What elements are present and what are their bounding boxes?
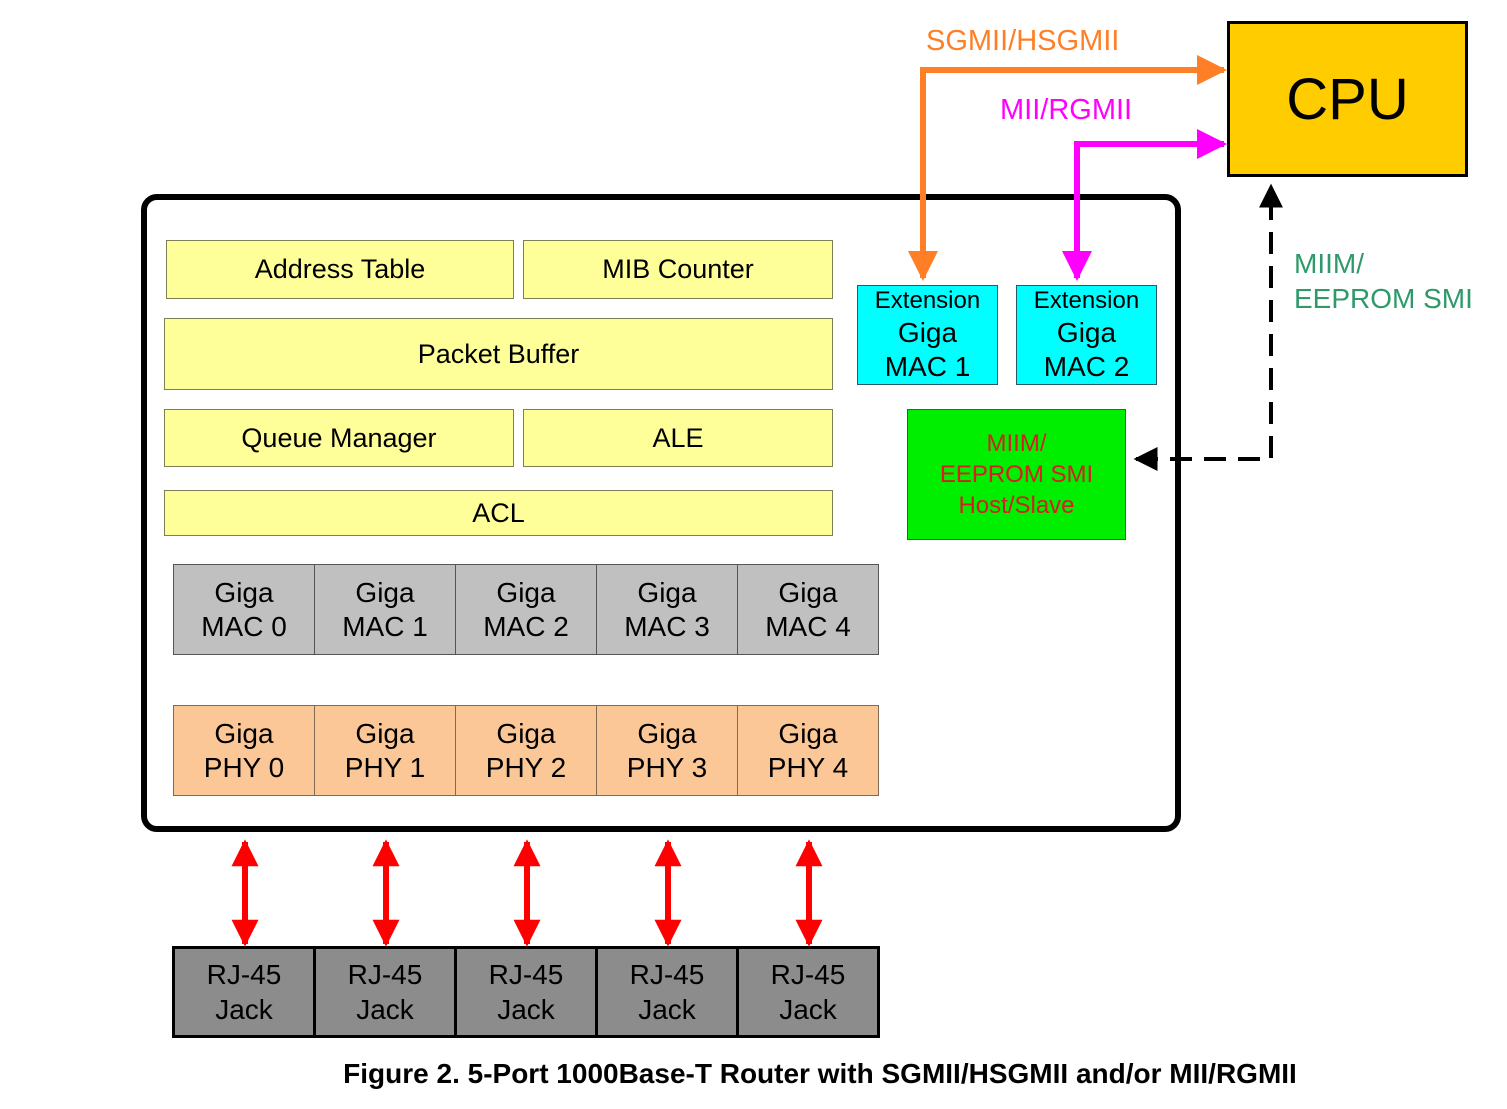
giga-mac-4-block: Giga MAC 4: [737, 564, 879, 655]
giga-phy-2-line2: PHY 2: [485, 751, 567, 783]
giga-phy-0-line1: Giga: [214, 717, 274, 749]
extension-mac-2-line3: MAC 2: [1043, 351, 1130, 382]
giga-mac-0-line1: Giga: [214, 576, 274, 608]
extension-mac-2-line2: Giga: [1056, 317, 1117, 348]
address-table-label: Address Table: [254, 254, 426, 284]
giga-mac-4-line2: MAC 4: [765, 610, 851, 642]
rj45-jack-2: RJ-45 Jack: [454, 946, 598, 1038]
rj45-jack-4-line1: RJ-45: [770, 959, 846, 990]
miim-label-line1: MIIM/: [1294, 248, 1364, 279]
address-table-block: Address Table: [166, 240, 514, 299]
giga-mac-3-line1: Giga: [637, 576, 697, 608]
sgmii-label: SGMII/HSGMII: [926, 25, 1120, 57]
rj45-jack-1: RJ-45 Jack: [313, 946, 457, 1038]
rj45-jack-4: RJ-45 Jack: [736, 946, 880, 1038]
giga-mac-0-block: Giga MAC 0: [173, 564, 315, 655]
giga-mac-2-line1: Giga: [496, 576, 556, 608]
packet-buffer-block: Packet Buffer: [164, 318, 833, 390]
rj45-jack-0-line2: Jack: [215, 994, 273, 1025]
rj45-jack-3-line1: RJ-45: [629, 959, 705, 990]
queue-manager-block: Queue Manager: [164, 409, 514, 467]
giga-phy-0-line2: PHY 0: [203, 751, 285, 783]
rj45-jack-0-line1: RJ-45: [206, 959, 282, 990]
sgmii-arrow: [908, 55, 1227, 281]
giga-phy-2-line1: Giga: [496, 717, 556, 749]
giga-phy-1-line1: Giga: [355, 717, 415, 749]
rj45-jack-2-line1: RJ-45: [488, 959, 564, 990]
cpu-label: CPU: [1286, 66, 1409, 132]
miim-label-line2: EEPROM SMI: [1294, 283, 1473, 314]
giga-mac-0-line2: MAC 0: [201, 610, 287, 642]
extension-mac-1-line2: Giga: [897, 317, 958, 348]
ale-label: ALE: [652, 422, 704, 453]
rj45-jack-1-line2: Jack: [356, 994, 414, 1025]
packet-buffer-label: Packet Buffer: [417, 338, 580, 369]
ale-block: ALE: [523, 409, 833, 467]
giga-phy-3-line1: Giga: [637, 717, 697, 749]
giga-phy-3-line2: PHY 3: [626, 751, 708, 783]
giga-mac-3-line2: MAC 3: [624, 610, 710, 642]
giga-mac-2-line2: MAC 2: [483, 610, 569, 642]
giga-phy-1-line2: PHY 1: [344, 751, 426, 783]
giga-phy-0-block: Giga PHY 0: [173, 705, 315, 796]
giga-phy-2-block: Giga PHY 2: [455, 705, 597, 796]
extension-mac-2-block: Extension Giga MAC 2: [1016, 285, 1157, 385]
extension-mac-1-line3: MAC 1: [884, 351, 971, 382]
giga-mac-1-line1: Giga: [355, 576, 415, 608]
rj45-jack-1-line1: RJ-45: [347, 959, 423, 990]
giga-mac-4-line1: Giga: [778, 576, 838, 608]
extension-mac-2-line1: Extension: [1033, 287, 1140, 314]
figure-caption: Figure 2. 5-Port 1000Base-T Router with …: [343, 1058, 1297, 1089]
rj45-jack-3: RJ-45 Jack: [595, 946, 739, 1038]
acl-label: ACL: [472, 497, 525, 528]
extension-mac-1-block: Extension Giga MAC 1: [857, 285, 998, 385]
rj45-jack-0: RJ-45 Jack: [172, 946, 316, 1038]
rj45-jack-4-line2: Jack: [779, 994, 837, 1025]
miim-dashed-arrow: [1133, 183, 1283, 471]
smi-line2: EEPROM SMI: [939, 461, 1094, 488]
mib-counter-block: MIB Counter: [523, 240, 833, 299]
extension-mac-1-line1: Extension: [874, 287, 981, 314]
giga-mac-1-line2: MAC 1: [342, 610, 428, 642]
smi-line1: MIIM/: [986, 430, 1047, 457]
giga-phy-3-block: Giga PHY 3: [596, 705, 738, 796]
miim-smi-host-slave-block: MIIM/ EEPROM SMI Host/Slave: [907, 409, 1126, 540]
giga-phy-1-block: Giga PHY 1: [314, 705, 456, 796]
cpu-block: CPU: [1227, 21, 1468, 177]
rj45-jack-3-line2: Jack: [638, 994, 696, 1025]
queue-manager-label: Queue Manager: [241, 422, 437, 453]
acl-block: ACL: [164, 490, 833, 536]
mib-counter-label: MIB Counter: [602, 254, 754, 284]
mii-arrow: [1062, 129, 1227, 281]
giga-phy-4-line2: PHY 4: [767, 751, 849, 783]
giga-phy-4-line1: Giga: [778, 717, 838, 749]
giga-mac-1-block: Giga MAC 1: [314, 564, 456, 655]
smi-line3: Host/Slave: [958, 492, 1075, 519]
giga-mac-2-block: Giga MAC 2: [455, 564, 597, 655]
miim-label: MIIM/ EEPROM SMI: [1294, 246, 1473, 316]
giga-phy-4-block: Giga PHY 4: [737, 705, 879, 796]
rj45-jack-2-line2: Jack: [497, 994, 555, 1025]
